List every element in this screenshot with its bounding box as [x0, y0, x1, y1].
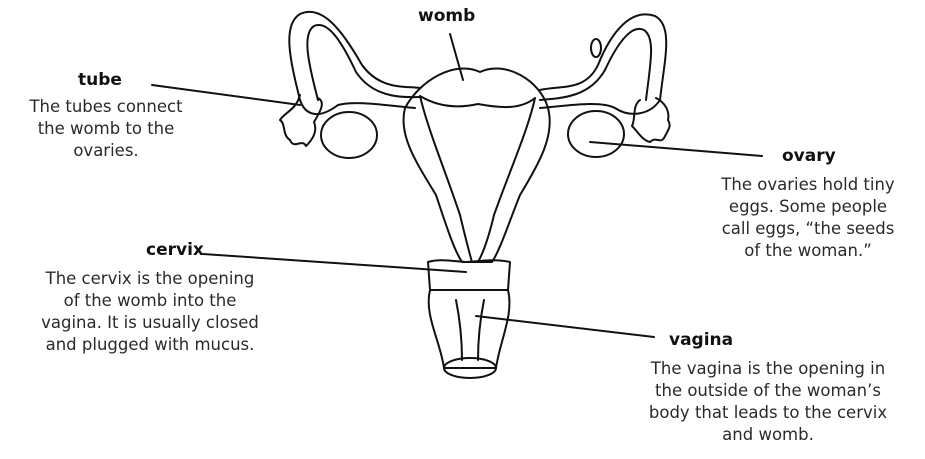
- leader-vagina: [476, 316, 654, 337]
- left-tube-inner: [307, 25, 420, 100]
- left-ovary: [321, 112, 377, 158]
- ovary-description: The ovaries hold tiny eggs. Some people …: [695, 174, 921, 262]
- label-tube: tube: [78, 70, 122, 90]
- vaginal-canal: [456, 300, 484, 360]
- tube-description: The tubes connect the womb to the ovarie…: [6, 96, 206, 162]
- right-ovary: [568, 111, 624, 157]
- vagina-outline: [429, 290, 510, 368]
- leader-womb: [450, 34, 463, 80]
- vagina-description: The vagina is the opening in the outside…: [612, 358, 924, 446]
- womb-outline: [403, 68, 549, 262]
- womb-cavity: [420, 96, 535, 262]
- label-ovary: ovary: [782, 146, 836, 166]
- label-vagina: vagina: [669, 330, 733, 350]
- right-tube-knot: [591, 39, 601, 57]
- right-fimbriae: [632, 98, 670, 142]
- cervix-description: The cervix is the opening of the womb in…: [0, 268, 300, 356]
- cervix-outline: [428, 260, 510, 290]
- left-tube-bottom: [300, 100, 415, 114]
- label-womb: womb: [418, 6, 475, 26]
- label-cervix: cervix: [146, 240, 204, 260]
